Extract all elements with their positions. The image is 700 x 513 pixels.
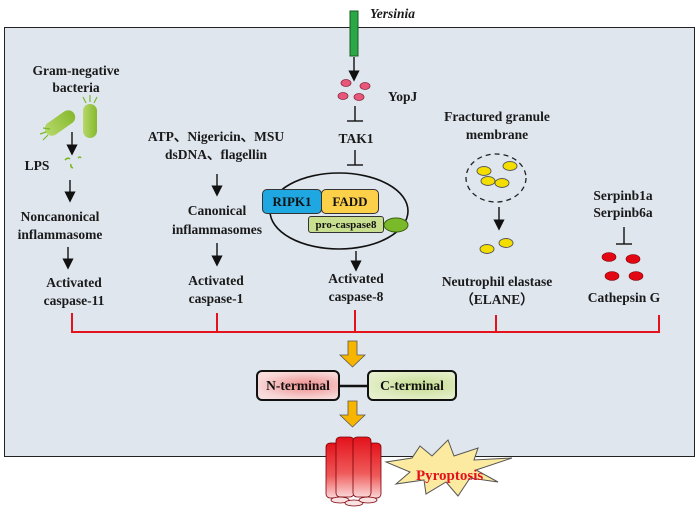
block-arrow-to-gasdermin [339,340,366,368]
casp1-label-1: Activated [188,273,244,288]
casp1-label-2: caspase-1 [188,291,244,306]
yersinia-membrane-bar [349,10,359,57]
granule-membrane-icon [465,153,527,203]
yopj-label: YopJ [388,89,418,104]
block-arrow-to-pore [339,400,366,428]
tak1-label: TAK1 [338,131,374,146]
ripk1-box: RIPK1 [262,189,322,214]
casp8-label-2: caspase-8 [328,289,384,304]
n-terminal-box: N-terminal [256,370,340,401]
casp11-label-2: caspase-11 [43,293,105,308]
stimulus-gram-negative: Gram-negative [32,63,120,78]
cathepsin-particles-icon [601,252,644,281]
inhibit-serpin-cathepsin [616,227,632,245]
granules-icon [476,161,518,188]
stimulus-bacteria: bacteria [52,80,100,95]
procaspase8-box: pro-caspase8 [308,216,384,233]
granule-label-1: Fractured granule [444,109,550,124]
granule-label-2: membrane [465,127,529,142]
inhibit-yopj-tak1 [347,106,363,122]
canonical-stimuli-2: dsDNA、flagellin [164,147,268,162]
convergence-line [71,310,660,333]
yopj-particles-icon [337,79,371,101]
casp11-label-1: Activated [46,275,102,290]
gasdermin-pore-icon [325,436,382,507]
fadd-box: FADD [321,189,379,214]
lps-label: LPS [24,158,50,173]
elane-label-1: Neutrophil elastase [441,274,553,289]
serpin-label-2: Serpinb6a [593,205,653,220]
casp8-label-1: Activated [328,271,384,286]
noncanonical-label-2: inflammasome [17,227,103,242]
lps-fragments-icon [64,156,82,169]
noncanonical-label-1: Noncanonical [20,209,100,224]
canonical-stimuli-1: ATP、Nigericin、MSU [147,129,285,144]
yersinia-label: Yersinia [370,6,416,21]
cathepsin-g-label: Cathepsin G [587,290,661,305]
canonical-label-1: Canonical [187,203,247,218]
bacteria-icon [39,95,98,141]
caspase8-domain-icon [383,217,409,233]
elane-particles-icon [479,238,514,254]
canonical-label-2: inflammasomes [172,222,262,237]
serpin-label-1: Serpinb1a [593,188,653,203]
pyroptosis-burst-icon [384,439,513,497]
inhibit-tak1-complex [347,150,363,166]
elane-label-2: （ELANE） [460,292,534,307]
pyroptosis-label: Pyroptosis [416,468,484,484]
c-terminal-box: C-terminal [367,370,457,401]
